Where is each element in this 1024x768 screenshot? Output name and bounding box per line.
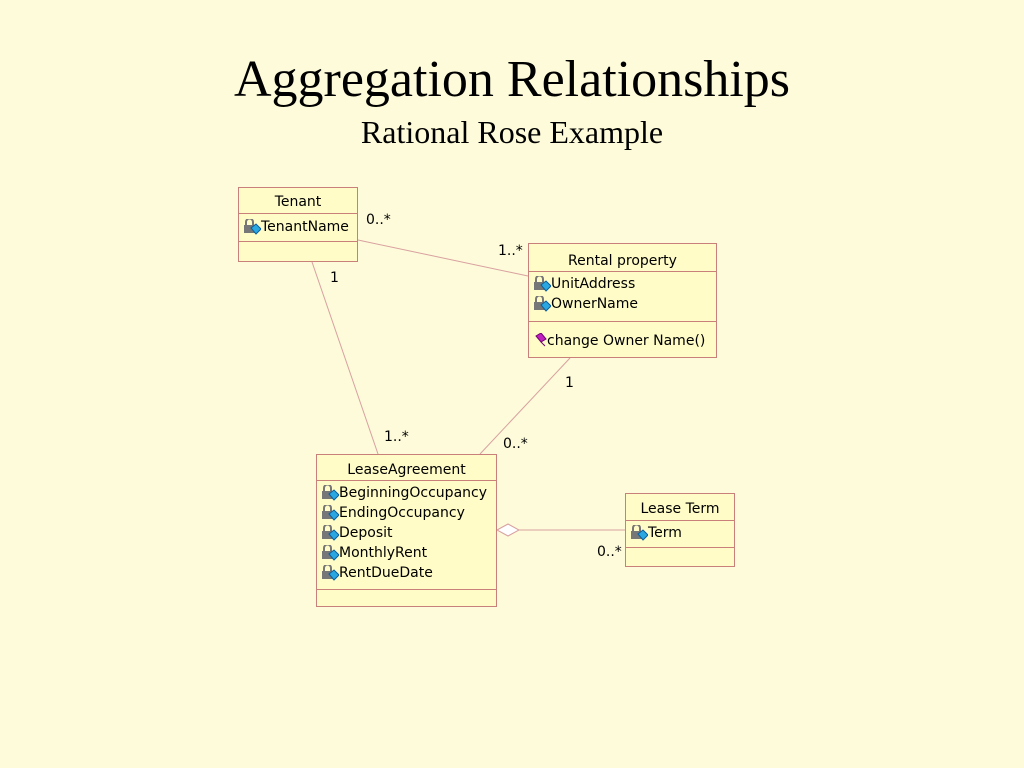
class-lease-agreement[interactable]: LeaseAgreement BeginningOccupancy Ending… [316,454,497,607]
operation-compartment [239,242,357,247]
attribute-row[interactable]: BeginningOccupancy [321,483,494,503]
operation-compartment [626,548,734,553]
attribute-label: EndingOccupancy [339,505,465,521]
class-name: LeaseAgreement [317,455,496,481]
public-operation-icon [533,333,547,349]
attribute-row[interactable]: Term [630,523,732,543]
attribute-row[interactable]: TenantName [243,217,355,237]
class-name: Lease Term [626,494,734,521]
attribute-label: OwnerName [551,296,639,312]
attribute-label: BeginningOccupancy [339,485,487,501]
association-tenant-rental-line [357,239,529,277]
attribute-row[interactable]: UnitAddress [533,274,714,294]
multiplicity-tenant-rental-tenant-end: 0..* [366,212,391,228]
class-tenant[interactable]: Tenant TenantName [238,187,358,262]
class-name: Tenant [239,188,357,214]
multiplicity-rental-lease-lease-end: 0..* [503,436,528,452]
attribute-compartment: TenantName [239,214,357,242]
multiplicity-tenant-lease-tenant-end: 1 [330,270,339,286]
multiplicity-aggregation-term-end: 0..* [597,544,622,560]
class-lease-term[interactable]: Lease Term Term [625,493,735,567]
attribute-label: TenantName [261,219,349,235]
operation-row[interactable]: change Owner Name() [533,331,714,351]
class-name: Rental property [529,244,716,272]
attribute-row[interactable]: Deposit [321,523,494,543]
association-tenant-lease-line [311,261,379,455]
association-rental-lease-line [479,357,571,455]
attribute-row[interactable]: MonthlyRent [321,543,494,563]
operation-label: change Owner Name() [547,333,706,349]
multiplicity-tenant-rental-rental-end: 1..* [498,243,523,259]
aggregation-diamond [495,523,521,537]
class-rental-property[interactable]: Rental property UnitAddress OwnerName ch… [528,243,717,358]
attribute-compartment: BeginningOccupancy EndingOccupancy Depos… [317,481,496,590]
private-attribute-icon [321,545,339,561]
attribute-label: Term [648,525,682,541]
private-attribute-icon [243,219,261,235]
operation-compartment [317,590,496,595]
attribute-row[interactable]: EndingOccupancy [321,503,494,523]
attribute-row[interactable]: OwnerName [533,294,714,314]
multiplicity-rental-lease-rental-end: 1 [565,375,574,391]
private-attribute-icon [321,565,339,581]
private-attribute-icon [321,485,339,501]
private-attribute-icon [321,525,339,541]
slide-title: Aggregation Relationships [233,51,791,108]
attribute-label: RentDueDate [339,565,433,581]
attribute-label: UnitAddress [551,276,636,292]
attribute-label: Deposit [339,525,393,541]
private-attribute-icon [321,505,339,521]
attribute-compartment: Term [626,521,734,548]
private-attribute-icon [630,525,648,541]
multiplicity-tenant-lease-lease-end: 1..* [384,429,409,445]
operation-compartment: change Owner Name() [529,322,716,353]
slide-subtitle: Rational Rose Example [360,114,664,150]
attribute-compartment: UnitAddress OwnerName [529,272,716,322]
private-attribute-icon [533,276,551,292]
attribute-row[interactable]: RentDueDate [321,563,494,583]
attribute-label: MonthlyRent [339,545,428,561]
private-attribute-icon [533,296,551,312]
